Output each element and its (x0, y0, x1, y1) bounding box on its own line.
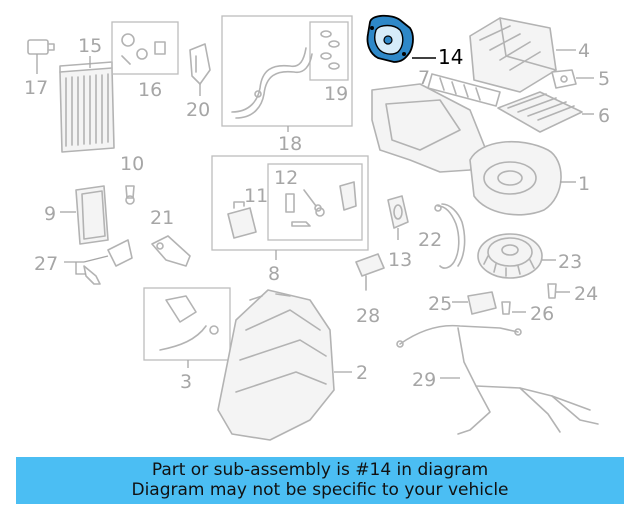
part-2-lower-housing (217, 289, 335, 441)
part-4-housing (469, 17, 557, 93)
callout-5: 5 (598, 68, 610, 90)
callout-21: 21 (150, 207, 174, 229)
callout-24: 24 (574, 283, 598, 305)
part-21-actuator (151, 235, 191, 267)
part-26-screw (501, 301, 511, 315)
part-17-connector (27, 39, 55, 55)
callout-26: 26 (530, 303, 554, 325)
callout-17: 17 (24, 77, 48, 99)
callout-14: 14 (438, 45, 463, 69)
part-5-clip (551, 69, 577, 89)
part-25-resistor (467, 291, 497, 315)
part-16-frame (111, 21, 179, 75)
part-12-frame (267, 163, 363, 241)
part-20-bracket (189, 43, 211, 85)
callout-8: 8 (268, 263, 280, 285)
callout-3: 3 (180, 371, 192, 393)
part-19-frame (309, 21, 349, 81)
part-18-pipe (231, 47, 313, 119)
callout-7: 7 (418, 67, 430, 89)
part-13-mount (387, 195, 409, 229)
callout-27: 27 (34, 253, 58, 275)
part-29-wiring-harness (396, 324, 599, 435)
callout-15: 15 (78, 35, 102, 57)
part-8-frame (211, 155, 369, 251)
part-18-frame (221, 15, 353, 127)
part-24-screw (547, 283, 557, 299)
callout-28: 28 (356, 305, 380, 327)
callout-25: 25 (428, 293, 452, 315)
part-10-screw (125, 185, 135, 205)
part-23-blower (477, 233, 543, 279)
part-3-frame (143, 287, 231, 361)
part-27-sensor (83, 239, 133, 285)
part-15-heater-core (59, 61, 115, 153)
part-22-hose (434, 203, 466, 269)
callout-12: 12 (274, 167, 298, 189)
parts-diagram: 17 15 16 20 19 18 (24, 14, 610, 441)
banner-line-2: Diagram may not be specific to your vehi… (131, 480, 509, 500)
part-16-clips (121, 33, 166, 65)
callout-1: 1 (578, 173, 590, 195)
callout-10: 10 (120, 153, 144, 175)
callout-6: 6 (598, 105, 610, 127)
callout-16: 16 (138, 79, 162, 101)
part-9-panel (75, 185, 109, 245)
callout-29: 29 (412, 369, 436, 391)
callout-19: 19 (324, 83, 348, 105)
part-19-orings (320, 30, 340, 70)
info-banner: Part or sub-assembly is #14 in diagram D… (16, 457, 624, 504)
callout-11: 11 (244, 185, 268, 207)
callout-18: 18 (278, 133, 302, 155)
callout-4: 4 (578, 40, 590, 62)
callout-2: 2 (356, 362, 368, 384)
callout-13: 13 (388, 249, 412, 271)
part-6-filter (497, 91, 583, 133)
part-1-hvac-housing (371, 83, 562, 216)
callout-22: 22 (418, 229, 442, 251)
part-7-gasket (427, 73, 501, 107)
banner-line-1: Part or sub-assembly is #14 in diagram (151, 460, 489, 480)
callout-20: 20 (186, 99, 210, 121)
part-12-hardware (285, 181, 357, 227)
part-3-cable (159, 295, 219, 351)
part-11-module (227, 201, 257, 239)
callout-9: 9 (44, 203, 56, 225)
callout-23: 23 (558, 251, 582, 273)
part-28-sensor (355, 253, 385, 291)
part-14-seal (366, 14, 414, 63)
